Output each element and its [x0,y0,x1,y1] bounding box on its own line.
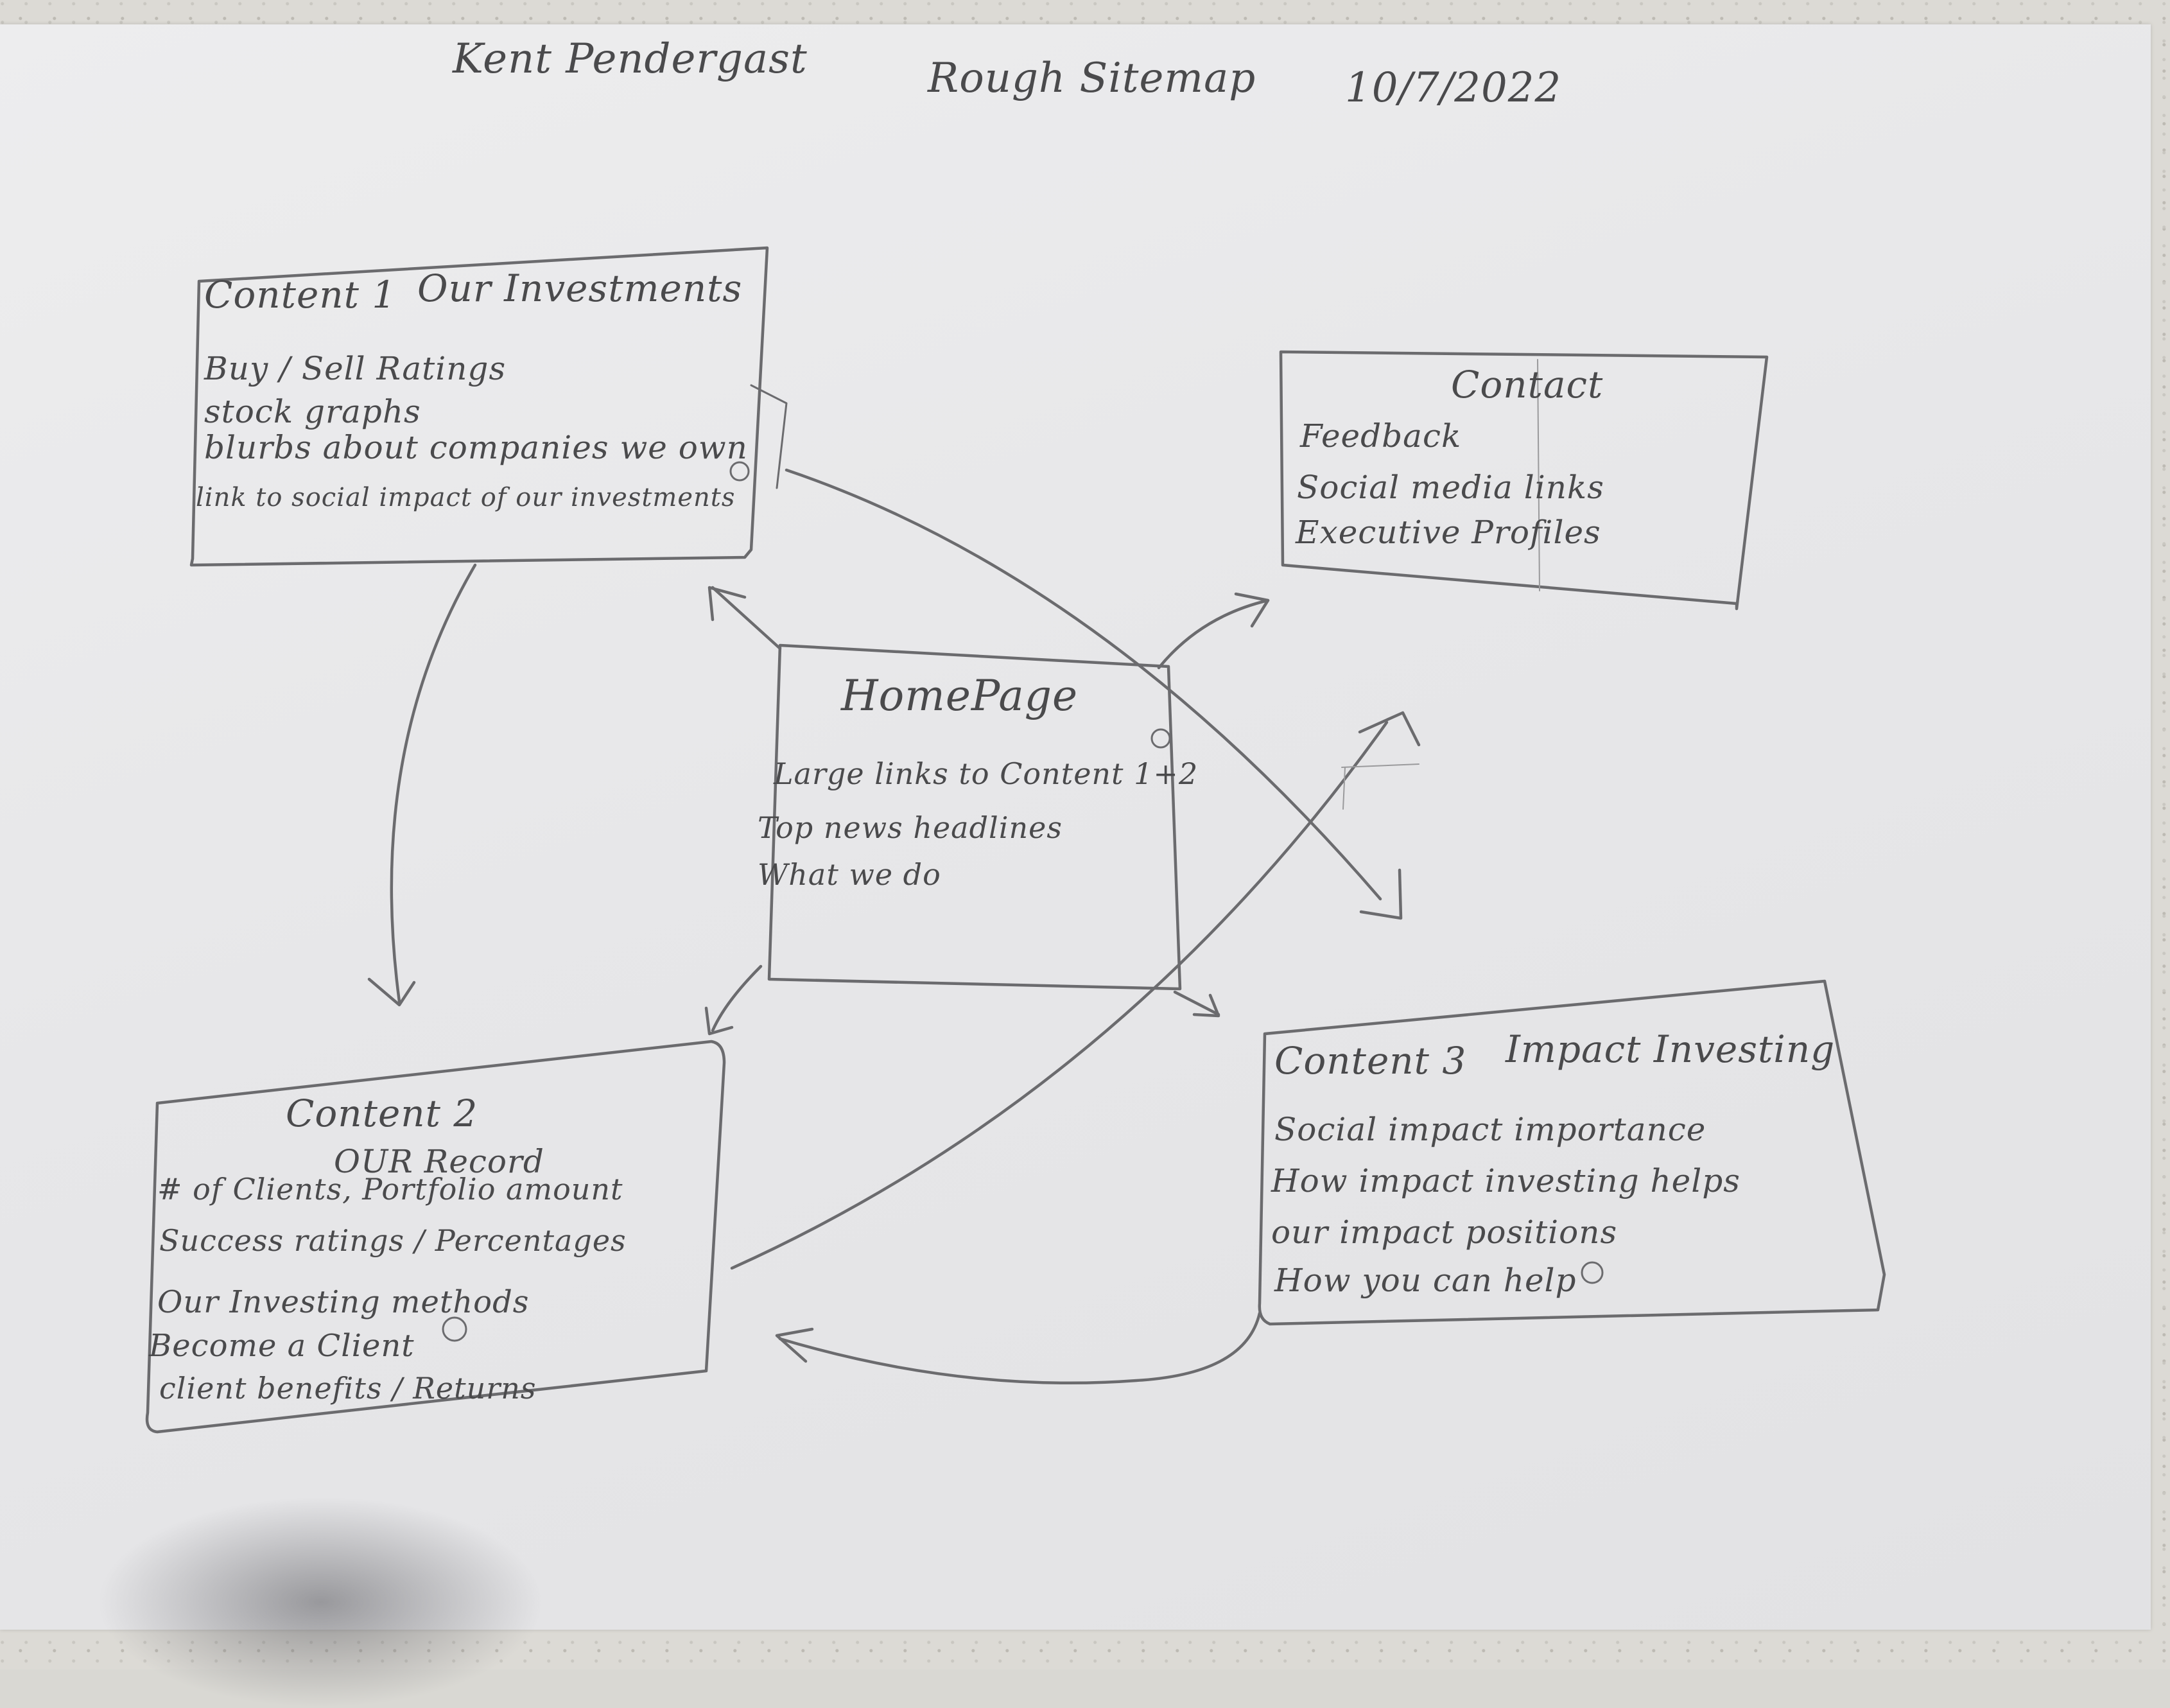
content2-item: # of Clients, Portfolio amount [157,1172,623,1207]
content1-item: blurbs about companies we own [204,429,748,466]
contact-item: Feedback [1300,417,1462,455]
content1-box [189,246,769,567]
content3-item: our impact positions [1271,1214,1618,1251]
stray-mark-2 [1537,359,1540,591]
arrow-head-4 [704,1006,734,1036]
content3-item: How impact investing helps [1271,1162,1740,1199]
arrow-content1-to-content2 [390,563,477,1004]
circle-mark-content2 [442,1316,467,1342]
content3-item: How you can help [1274,1262,1577,1299]
arrow-content3-to-content2 [778,1311,1262,1385]
content3-item: Social impact importance [1274,1111,1706,1148]
arrow-content1-to-content3 [785,468,1382,901]
diagram-title: Rough Sitemap [928,55,1256,102]
homepage-item: Large links to Content 1+2 [774,756,1199,791]
author-name: Kent Pendergast [453,35,808,83]
arrow-content2-to-contact [730,720,1389,1270]
homepage-item: Top news headlines [758,810,1063,845]
content2-item: Success ratings / Percentages [159,1223,627,1258]
homepage-box [767,643,1182,991]
arrow-head-8 [775,1327,814,1363]
content3-label: Content 3 [1274,1039,1467,1083]
paper-sheet [0,24,2151,1630]
content2-box [145,1040,726,1434]
arrow-head-2 [707,586,747,622]
circle-mark-homepage [1150,728,1171,749]
contact-item: Executive Profiles [1296,514,1601,551]
stray-mark-1 [750,384,788,489]
content2-item: Become a Client [149,1328,415,1364]
content2-title: Content 2 [286,1092,478,1135]
content1-title: Our Investments [417,266,743,310]
content1-label: Content 1 [204,273,397,317]
contact-item: Social media links [1297,469,1604,506]
stray-mark-3 [1341,763,1419,768]
circle-mark-content1 [729,461,750,482]
homepage-item: What we do [758,857,941,892]
arrow-head-7 [1358,711,1421,747]
arrow-home-to-content3 [1173,990,1220,1016]
contact-title: Contact [1451,363,1604,406]
arrow-home-to-contact [1157,598,1270,670]
content3-title: Impact Investing [1506,1027,1836,1071]
arrow-head-5 [1192,993,1220,1018]
circle-mark-content3 [1581,1261,1604,1284]
homepage-title: HomePage [841,671,1079,720]
diagram-date: 10/7/2022 [1345,64,1562,112]
content2-subtitle: OUR Record [334,1143,544,1180]
content1-item: link to social impact of our investments [196,483,736,512]
arrow-home-to-content1 [711,586,782,650]
arrow-home-to-content2 [711,964,763,1033]
content3-box [1258,979,1886,1326]
stray-mark-4 [1342,767,1346,810]
arrow-head-6 [1359,868,1403,920]
content2-item: Our Investing methods [157,1284,530,1320]
content1-item: Buy / Sell Ratings [204,350,507,387]
sitemap-diagram [145,246,1886,1434]
arrow-head-1 [367,977,416,1007]
contact-box [1279,350,1769,611]
content1-item: stock graphs [204,393,421,430]
content2-item: client benefits / Returns [159,1371,537,1406]
arrow-head-3 [1234,592,1270,628]
